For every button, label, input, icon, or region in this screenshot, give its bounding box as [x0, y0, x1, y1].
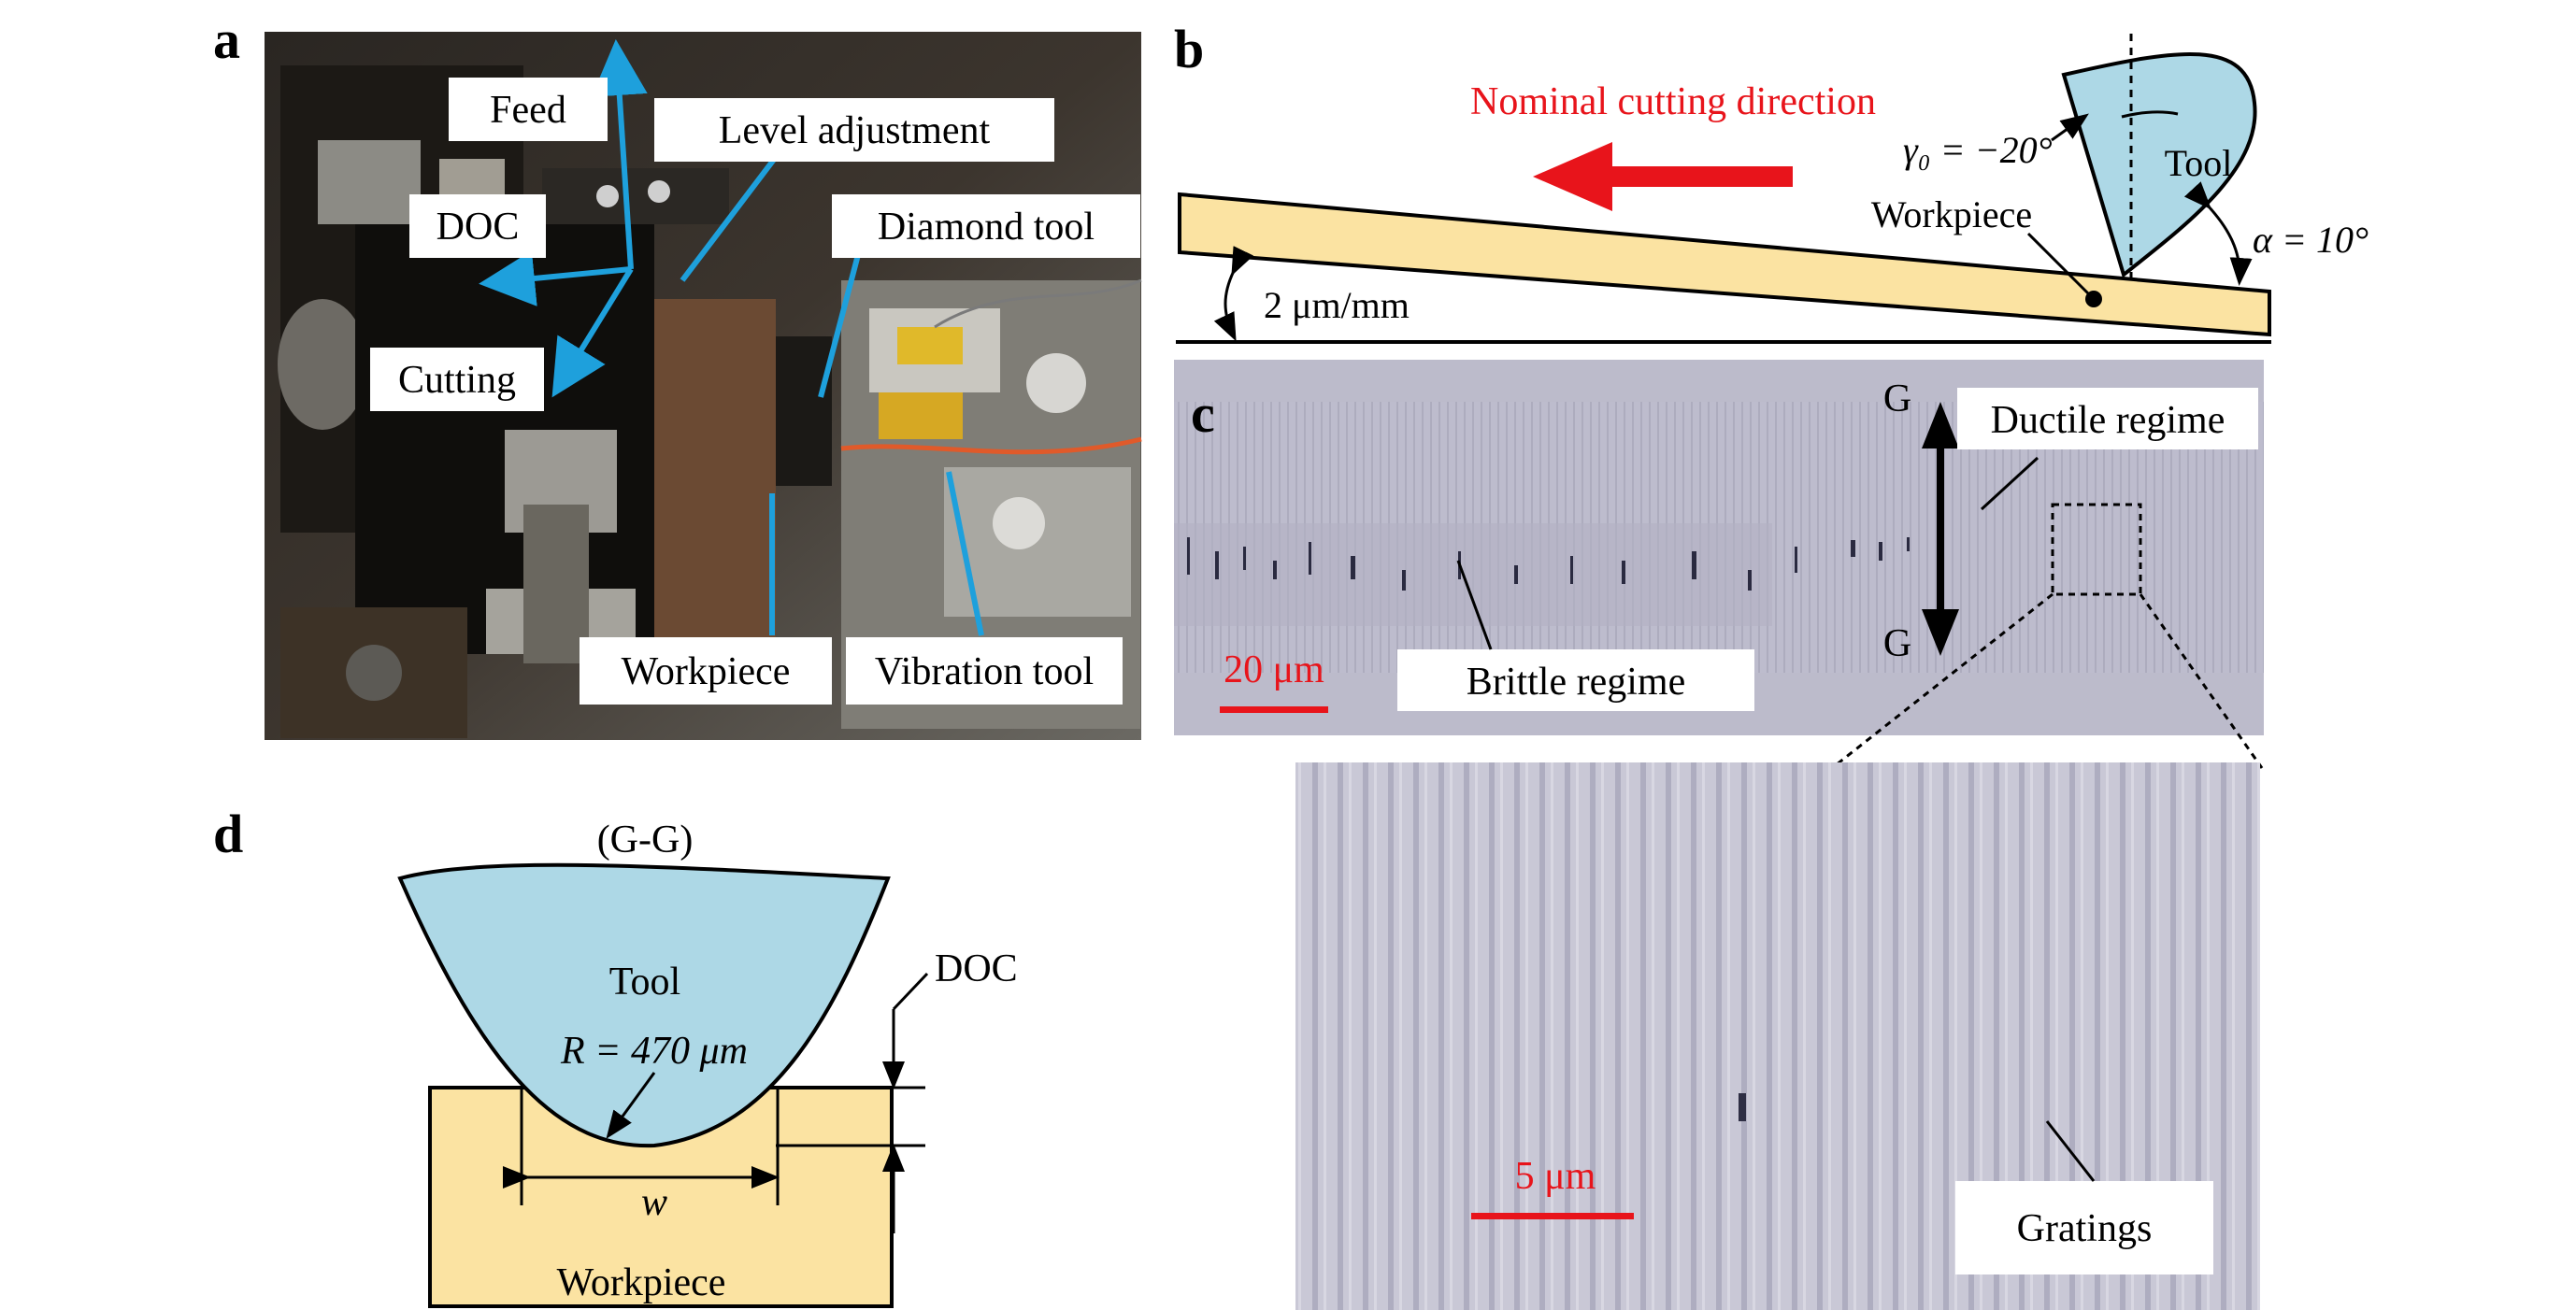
workpiece-b	[1178, 192, 2271, 337]
tool-b	[2061, 51, 2257, 278]
gratings-leader	[2045, 1120, 2096, 1182]
tool-label-d: Tool	[609, 961, 680, 1004]
scale-bar-zoom-label: 5 μm	[1515, 1155, 1596, 1198]
cutting-direction-arrow	[1533, 142, 1793, 211]
brittle-label: Brittle regime	[1467, 661, 1685, 704]
level-leader	[680, 155, 779, 282]
clearance-angle-label: α = 10°	[2253, 219, 2368, 261]
section-arrow-bottom	[1922, 609, 1959, 656]
ductile-label: Ductile regime	[1991, 399, 2225, 442]
panel-d-letter: d	[213, 804, 243, 864]
workpiece-label-d: Workpiece	[557, 1261, 726, 1304]
workpiece-label-b: Workpiece	[1871, 193, 2032, 235]
section-label: (G-G)	[597, 819, 694, 861]
vibration-leader	[946, 471, 984, 636]
feed-arrow	[591, 39, 648, 270]
section-g-top: G	[1883, 377, 1911, 420]
doc-arrow	[479, 250, 632, 306]
label-cutting: Cutting	[398, 359, 516, 402]
rake-leader	[2051, 113, 2089, 142]
scale-bar-c	[1220, 706, 1328, 713]
clearance-arc	[2183, 181, 2253, 286]
zoom-line-left	[1831, 592, 2054, 770]
panel-c-letter: c	[1191, 383, 1215, 444]
label-level-adjustment: Level adjustment	[719, 109, 991, 152]
gratings-label: Gratings	[2017, 1207, 2153, 1250]
doc-label: DOC	[935, 947, 1018, 990]
zoom-region	[2051, 503, 2142, 596]
scale-bar-zoom	[1471, 1213, 1634, 1219]
label-diamond-tool: Diamond tool	[878, 206, 1095, 249]
tool-d	[397, 862, 891, 1148]
brittle-leader	[1456, 560, 1493, 650]
rake-arc	[2121, 110, 2179, 119]
width-label: w	[641, 1181, 667, 1224]
zoom-defect	[1739, 1093, 1746, 1121]
brittle-label-box	[1397, 649, 1754, 711]
workpiece-leader-b	[2026, 232, 2094, 299]
panel-a-letter: a	[213, 9, 240, 70]
radius-leader	[606, 1072, 656, 1139]
label-vibration-tool: Vibration tool	[875, 650, 1094, 693]
ductile-leader	[1980, 456, 2039, 511]
section-g-bottom: G	[1883, 622, 1911, 665]
panel-a-arrows	[479, 39, 984, 636]
ductile-label-box	[1957, 388, 2258, 449]
label-doc: DOC	[436, 206, 520, 249]
tool-label-b: Tool	[2165, 142, 2233, 184]
diamond-leader	[818, 247, 863, 398]
doc-leader	[892, 972, 929, 1011]
rake-angle-label: γ₀ = −20°	[1903, 129, 2053, 171]
cutting-direction-label: Nominal cutting direction	[1470, 80, 1876, 123]
slope-arc	[1213, 246, 1254, 342]
slope-label: 2 μm/mm	[1264, 284, 1410, 326]
label-workpiece-a: Workpiece	[622, 650, 791, 693]
gratings-label-box	[1955, 1181, 2213, 1274]
scale-bar-c-label: 20 μm	[1224, 648, 1324, 691]
radius-label: R = 470 μm	[560, 1030, 748, 1073]
panel-b-letter: b	[1174, 19, 1204, 79]
label-feed: Feed	[490, 89, 566, 132]
section-arrow-top	[1922, 402, 1959, 449]
cutting-arrow	[551, 267, 634, 398]
